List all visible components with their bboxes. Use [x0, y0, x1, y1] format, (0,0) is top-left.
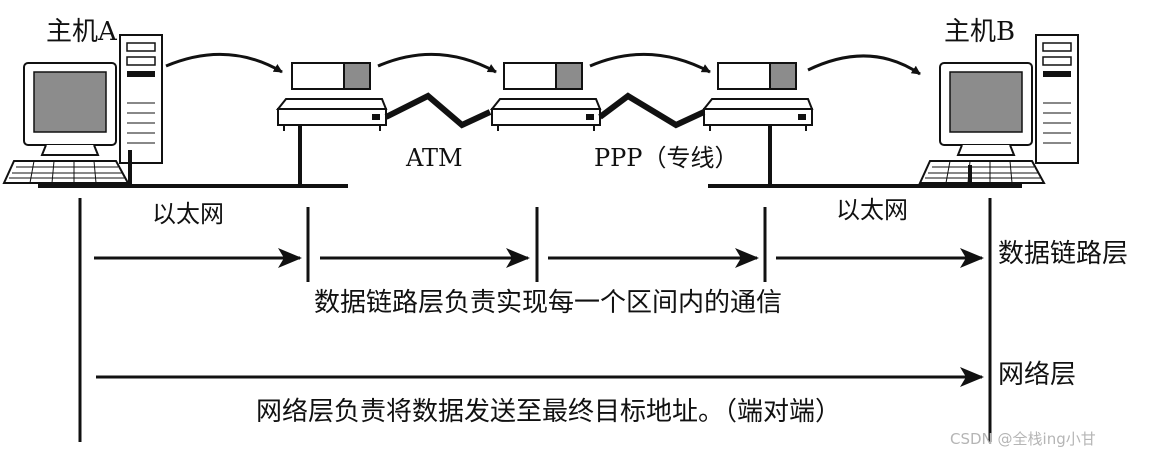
datalink-description: 数据链路层负责实现每一个区间内的通信 — [314, 288, 782, 318]
hop-arrow-4 — [807, 54, 921, 76]
ethernet-right-bus — [708, 125, 1022, 188]
packet-2-icon — [503, 62, 583, 90]
host-b-label: 主机B — [944, 17, 1015, 47]
network-description: 网络层负责将数据发送至最终目标地址。（端对端） — [256, 397, 841, 427]
host-a-computer-icon — [3, 34, 163, 184]
ppp-label: PPP（专线） — [594, 144, 738, 172]
router-1-icon — [277, 98, 387, 132]
hop-arrow-3 — [589, 52, 711, 74]
hop-arrow-2 — [377, 52, 497, 74]
host-a-label: 主机A — [46, 17, 118, 47]
ppp-link-icon — [598, 92, 706, 129]
packet-1-icon — [291, 62, 371, 90]
host-b-computer-icon — [919, 34, 1079, 184]
datalink-layer-label: 数据链路层 — [998, 239, 1128, 269]
hop-arrow-1 — [165, 52, 283, 74]
network-layer-label: 网络层 — [998, 360, 1076, 390]
boundary-lines — [78, 198, 992, 442]
router-2-icon — [491, 98, 601, 132]
atm-label: ATM — [405, 144, 463, 172]
atm-link-icon — [384, 92, 492, 129]
router-3-icon — [703, 98, 813, 132]
ethernet-left-bus — [38, 125, 348, 188]
ethernet-right-label: 以太网 — [836, 196, 908, 224]
hop-arrows — [165, 52, 921, 76]
ethernet-left-label: 以太网 — [152, 200, 224, 228]
watermark: CSDN @全栈ing小甘 — [950, 430, 1096, 448]
packet-3-icon — [717, 62, 797, 90]
